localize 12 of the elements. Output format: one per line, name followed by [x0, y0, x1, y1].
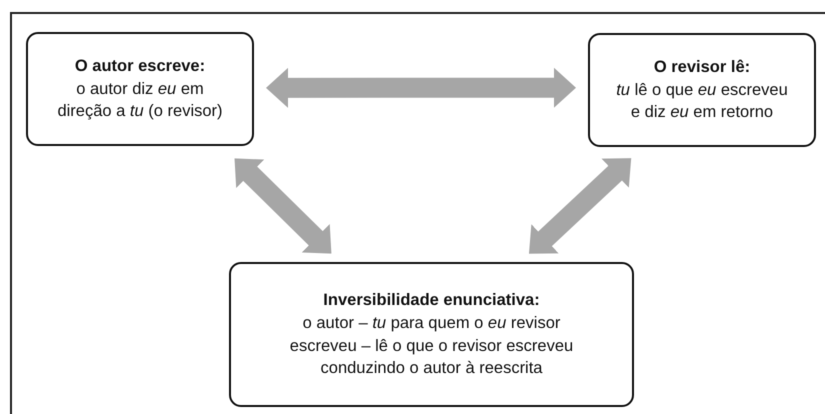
double-arrow	[266, 68, 576, 108]
double-arrow	[528, 158, 632, 254]
box-text: o autor – tu para quem o eu revisor escreveu – lê o que o revisor escreveu conduzindo o autor à reescrita	[288, 312, 574, 380]
box-heading: O revisor lê:	[654, 56, 750, 78]
box-heading: O autor escreve:	[74, 56, 206, 77]
rounded-box	[229, 262, 634, 407]
box-heading: Inversibilidade enunciativa:	[323, 290, 540, 311]
box-text: tu lê o que eu escreveu e diz eu em retorno	[615, 80, 789, 124]
double-arrow	[234, 158, 332, 254]
box-text: o autor diz eu em direção a tu (o revisor)	[56, 78, 224, 122]
rounded-box	[588, 33, 816, 147]
rounded-box	[26, 32, 254, 146]
